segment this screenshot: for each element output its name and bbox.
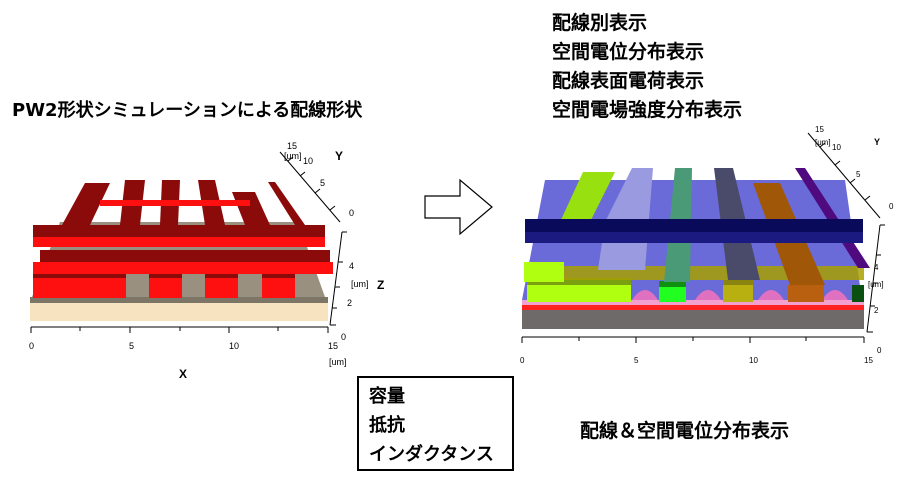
- right-x-tick: 5: [634, 356, 639, 365]
- right-z-unit: [um]: [868, 280, 884, 289]
- left-z-tick: 2: [347, 298, 353, 308]
- left-x-tick: 15: [328, 341, 339, 351]
- bottom-caption: 配線＆空間電位分布表示: [580, 420, 790, 442]
- analysis-items-box: 容量 抵抗 インダクタンス: [357, 376, 514, 471]
- right-y-tick: 0: [889, 202, 894, 211]
- right-z-tick: 0: [877, 346, 882, 355]
- box-item-resistance: 抵抗: [369, 415, 405, 436]
- right-y-tick: 15: [815, 125, 824, 134]
- right-z-tick: 4: [874, 263, 879, 272]
- right-axes: [521, 132, 885, 343]
- right-title-1: 配線別表示: [552, 12, 648, 34]
- left-y-tick: 0: [349, 208, 355, 218]
- right-title-2: 空間電位分布表示: [552, 41, 705, 63]
- left-y-tick: 5: [320, 178, 326, 188]
- right-y-unit: [um]: [815, 138, 831, 147]
- left-vertical-wires: [62, 180, 305, 225]
- left-z-tick: 0: [341, 332, 347, 342]
- right-y-tick: 5: [856, 170, 861, 179]
- right-y-tick: 10: [832, 143, 841, 152]
- right-z-tick: 2: [874, 306, 879, 315]
- left-top-crossbar: [33, 225, 325, 247]
- box-item-capacitance: 容量: [369, 386, 405, 407]
- right-title-4: 空間電場強度分布表示: [552, 99, 743, 121]
- left-z-unit: [um]: [351, 279, 369, 289]
- left-x-tick: 5: [129, 341, 135, 351]
- left-title: PW2形状シミュレーションによる配線形状: [12, 100, 363, 121]
- left-z-tick: 4: [349, 261, 355, 271]
- right-arrow-icon: [424, 178, 493, 236]
- left-lower-wires: [33, 250, 333, 298]
- right-y-label: Y: [874, 137, 881, 147]
- left-y-unit: [um]: [284, 151, 302, 161]
- left-x-tick: 0: [29, 341, 35, 351]
- left-y-tick: 15: [287, 141, 298, 151]
- right-x-tick: 10: [749, 356, 758, 365]
- right-x-tick: 15: [864, 356, 873, 365]
- left-x-tick: 10: [229, 341, 240, 351]
- left-x-unit: [um]: [329, 357, 347, 367]
- left-axes: [30, 151, 347, 333]
- right-title-3: 配線表面電荷表示: [552, 70, 705, 92]
- left-y-tick: 10: [303, 156, 314, 166]
- left-z-label: Z: [377, 278, 385, 292]
- right-x-tick: 0: [520, 356, 525, 365]
- box-item-inductance: インダクタンス: [369, 444, 494, 465]
- left-x-label: X: [179, 367, 188, 381]
- left-y-label: Y: [335, 149, 344, 163]
- right-top-crossbar: [525, 219, 863, 243]
